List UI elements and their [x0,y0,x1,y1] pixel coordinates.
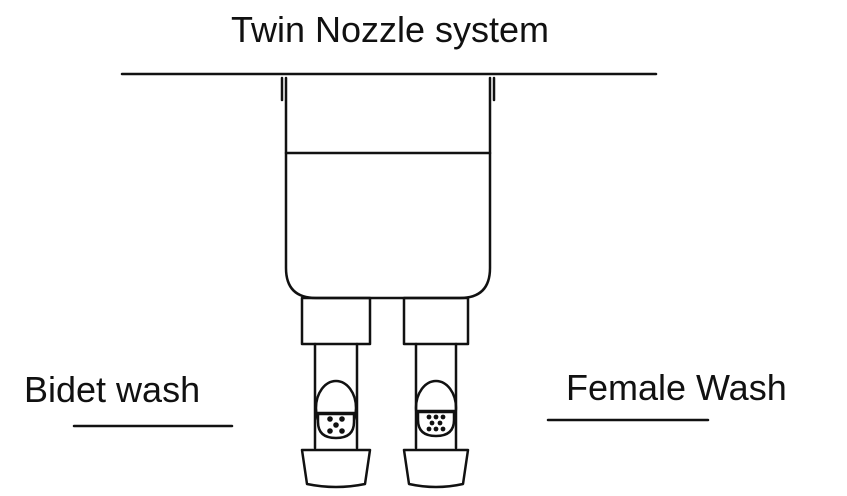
left-nozzle-cap [300,448,372,489]
right-nozzle-cap [402,448,470,489]
diagram-title: Twin Nozzle system [230,9,550,50]
female-wash-label: Female Wash [566,367,787,408]
right-nozzle-coupler [402,296,470,346]
right-nozzle [402,296,470,489]
left-nozzle [300,296,372,489]
left-nozzle-coupler [300,296,372,346]
bidet-wash-label: Bidet wash [24,369,201,410]
left-nozzle-holes-icon [327,416,345,434]
right-nozzle-holes-icon [426,414,446,432]
housing-body [284,76,492,300]
